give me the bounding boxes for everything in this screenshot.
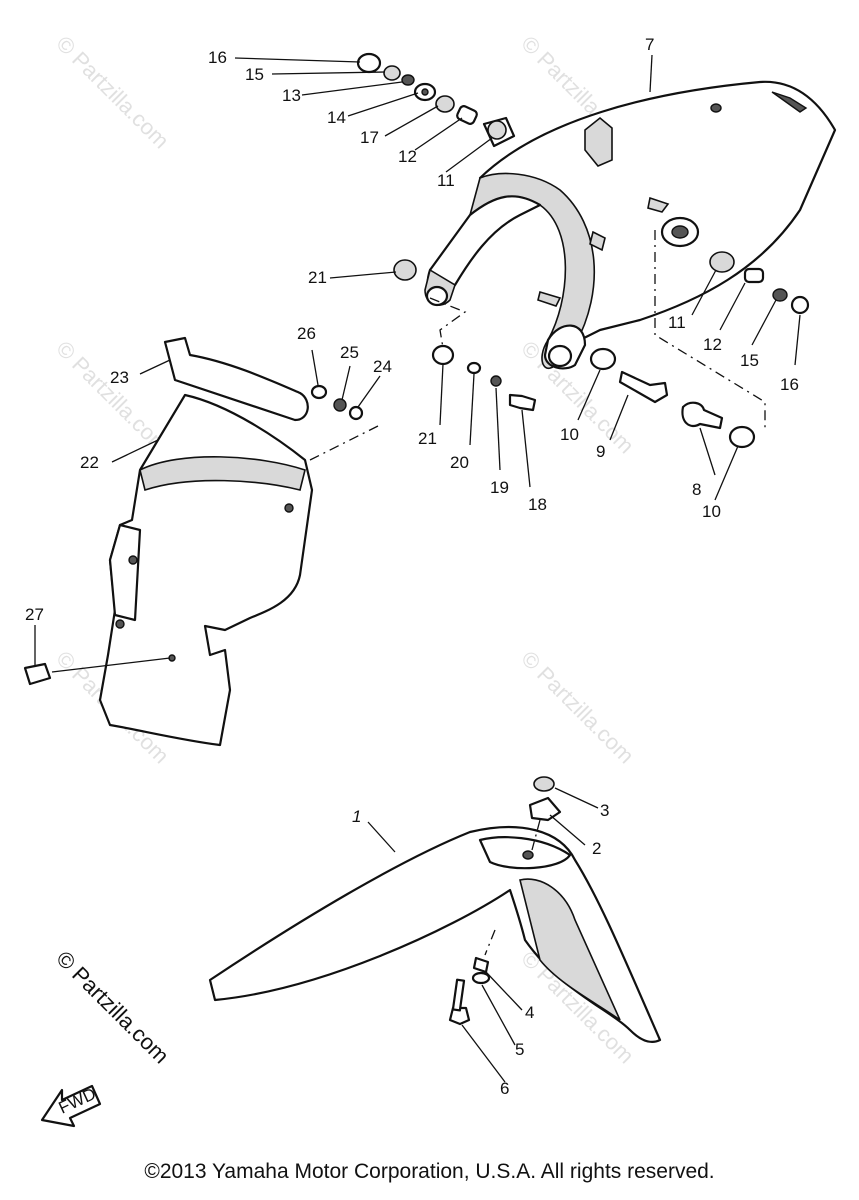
callouts: 16 15 13 14 17 12 11 7 21 11 12 15 16 10… <box>25 35 799 1098</box>
callout-8: 8 <box>692 480 701 499</box>
callout-19: 19 <box>490 478 509 497</box>
callout-10-right: 10 <box>702 502 721 521</box>
rear-fender <box>424 80 837 370</box>
right-hardware <box>589 251 810 449</box>
callout-10-left: 10 <box>560 425 579 444</box>
callout-12-top: 12 <box>398 147 417 166</box>
watermark-6: © Partzilla.com <box>516 646 639 769</box>
watermark-strong: © Partzilla.com <box>51 946 174 1069</box>
callout-18: 18 <box>528 495 547 514</box>
fwd-arrow: FWD <box>40 1084 102 1128</box>
front-fender <box>208 776 662 1044</box>
watermark-1: © Partzilla.com <box>51 31 174 154</box>
callout-5: 5 <box>515 1040 524 1059</box>
callout-16-top: 16 <box>208 48 227 67</box>
callout-17: 17 <box>360 128 379 147</box>
callout-27: 27 <box>25 605 44 624</box>
callout-20: 20 <box>450 453 469 472</box>
copyright-footer: ©2013 Yamaha Motor Corporation, U.S.A. A… <box>144 1160 715 1183</box>
assembly-lines <box>309 230 766 461</box>
callout-13: 13 <box>282 86 301 105</box>
callout-4: 4 <box>525 1003 534 1022</box>
callout-14: 14 <box>327 108 346 127</box>
callout-2: 2 <box>592 839 601 858</box>
callout-24: 24 <box>373 357 392 376</box>
callout-12-right: 12 <box>703 335 722 354</box>
callout-11-top: 11 <box>437 171 455 190</box>
callout-3: 3 <box>600 801 609 820</box>
callout-16-right: 16 <box>780 375 799 394</box>
callout-26: 26 <box>297 324 316 343</box>
callout-15-right: 15 <box>740 351 759 370</box>
callout-15-top: 15 <box>245 65 264 84</box>
callout-22: 22 <box>80 453 99 472</box>
callout-11-right: 11 <box>668 313 686 332</box>
callout-9: 9 <box>596 442 605 461</box>
callout-7: 7 <box>645 35 654 54</box>
callout-23: 23 <box>110 368 129 387</box>
leader-lines <box>34 54 801 1083</box>
callout-25: 25 <box>340 343 359 362</box>
callout-21-lower: 21 <box>418 429 437 448</box>
watermark-3: © Partzilla.com <box>51 336 174 459</box>
top-hardware-stack <box>356 52 516 148</box>
mudflap-assembly <box>23 336 364 747</box>
callout-21-upper: 21 <box>308 268 327 287</box>
callout-6: 6 <box>500 1079 509 1098</box>
callout-1: 1 <box>352 807 361 826</box>
center-hardware <box>393 259 537 412</box>
